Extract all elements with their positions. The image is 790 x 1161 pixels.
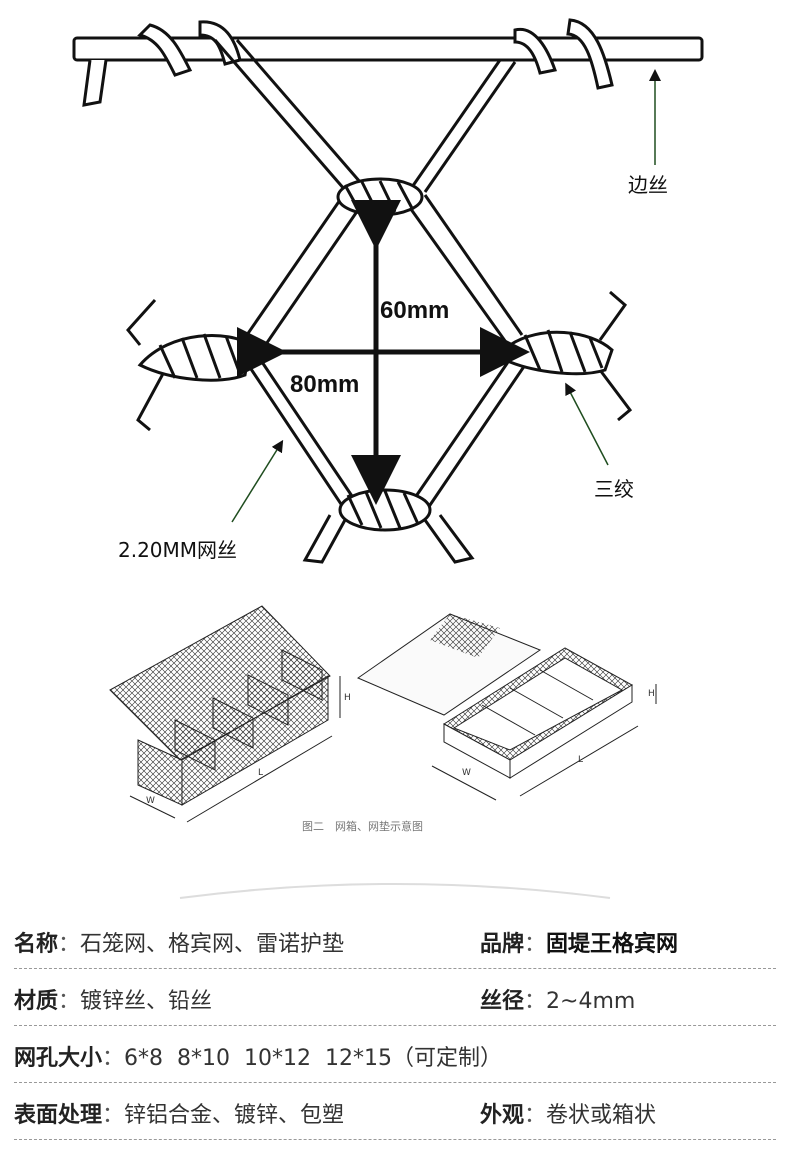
spec-key: 丝径	[480, 989, 525, 1014]
spec-key: 材质	[14, 989, 59, 1014]
dim-height-label: 60mm	[380, 297, 449, 324]
spec-value: 石笼网、格宾网、雷诺护垫	[80, 932, 345, 957]
divider-swoosh	[179, 883, 611, 899]
spec-key: 名称	[14, 932, 59, 957]
spec-row-material: 材质：镀锌丝、铅丝 丝径：2~4mm	[14, 969, 776, 1026]
spec-value: 镀锌丝、铅丝	[80, 989, 213, 1014]
edge-wire-label: 边丝	[628, 173, 668, 197]
gabion-box-h-label: H	[344, 693, 351, 703]
gabion-box-w-label: W	[146, 796, 155, 806]
spec-row-mesh-size: 网孔大小：6*8 8*10 10*12 12*15（可定制）	[14, 1026, 776, 1083]
mattress-l-label: L	[578, 755, 583, 765]
spec-key: 表面处理	[14, 1103, 103, 1128]
hexagon-wires	[126, 39, 633, 564]
spec-value: 6*8 8*10 10*12 12*15（可定制）	[124, 1046, 502, 1071]
mesh-wire-label: 2.20MM网丝	[118, 538, 237, 562]
mattress-h-label: H	[648, 689, 655, 699]
spec-value: 2~4mm	[546, 989, 636, 1014]
dim-width-label: 80mm	[290, 371, 359, 398]
spec-table: 名称：石笼网、格宾网、雷诺护垫 品牌：固堤王格宾网 材质：镀锌丝、铅丝 丝径：2…	[14, 912, 776, 1140]
spec-row-surface: 表面处理：锌铝合金、镀锌、包塑 外观：卷状或箱状	[14, 1083, 776, 1140]
twist-top	[336, 177, 424, 217]
callout-arrows	[231, 69, 661, 523]
spec-row-name: 名称：石笼网、格宾网、雷诺护垫 品牌：固堤王格宾网	[14, 912, 776, 969]
spec-key: 品牌	[480, 932, 525, 957]
twist-left	[137, 333, 252, 382]
twist-bottom	[338, 488, 432, 532]
gabion-box-l-label: L	[258, 768, 263, 778]
mattress-w-label: W	[462, 768, 471, 778]
gabion-box-illustration: W L H	[109, 605, 351, 823]
spec-value: 锌铝合金、镀锌、包塑	[124, 1103, 345, 1128]
figure-caption: 图二 网箱、网垫示意图	[302, 819, 423, 833]
twist-right	[508, 329, 614, 376]
spec-key: 外观	[480, 1103, 525, 1128]
spec-key: 网孔大小	[14, 1046, 103, 1071]
spec-value-brand: 固堤王格宾网	[546, 932, 679, 957]
reno-mattress-illustration: W L H	[356, 613, 657, 801]
spec-value: 卷状或箱状	[546, 1103, 657, 1128]
hexagonal-mesh-diagram: 60mm 80mm 边丝 三绞 2.20MM网丝 W L H	[72, 18, 704, 899]
triple-twist-label: 三绞	[594, 477, 634, 501]
dimension-arrows	[237, 200, 530, 505]
edge-wire	[72, 18, 704, 107]
